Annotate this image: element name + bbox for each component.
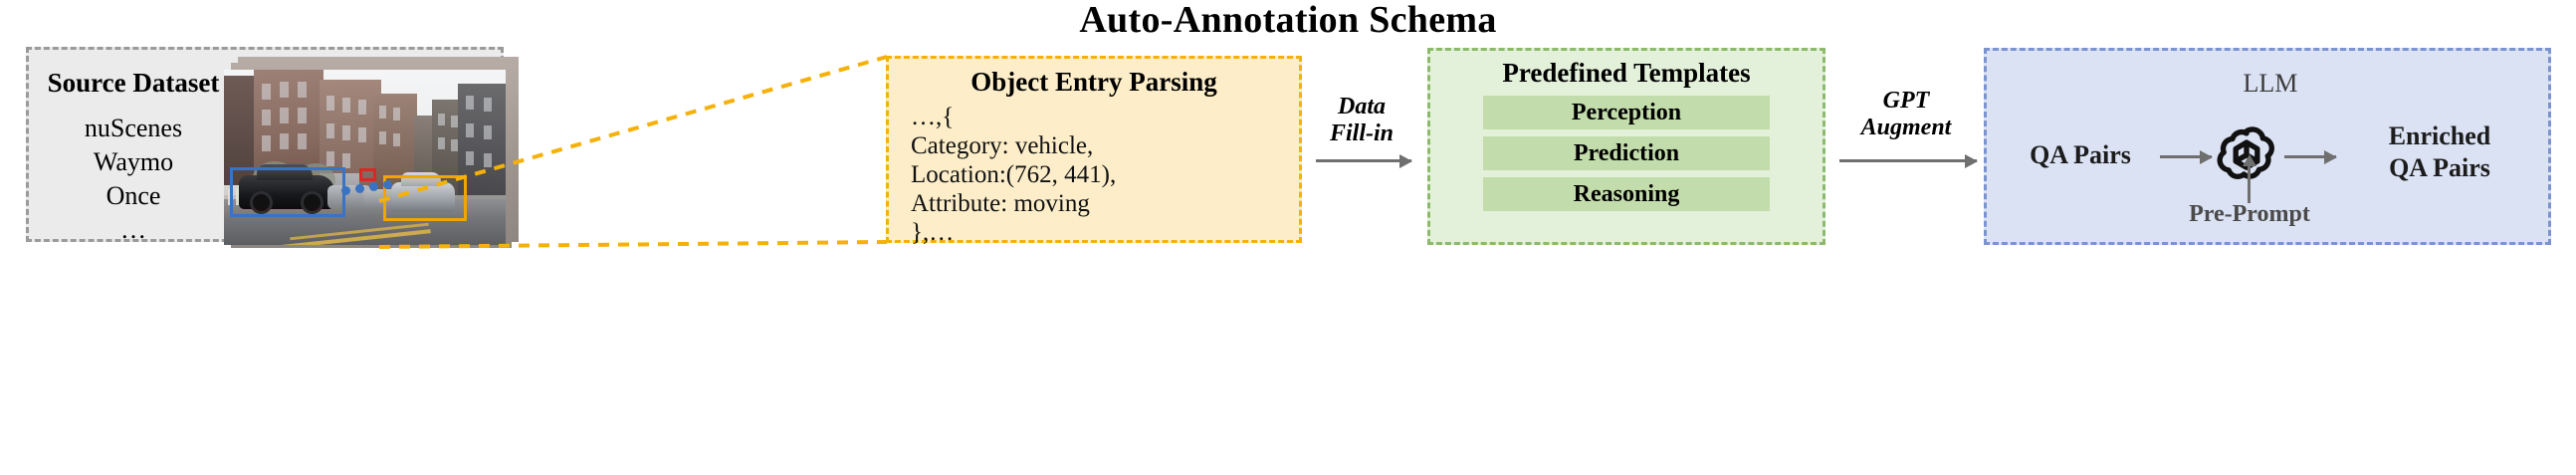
arrow-preprompt-to-model (2242, 154, 2256, 203)
arrow-model-to-enriched (2284, 149, 2337, 164)
data-fill-in-label-line2: Fill-in (1329, 120, 1395, 146)
bbox-anchor-dot (369, 182, 378, 191)
object-entry-parsing-body: …,{ Category: vehicle, Location:(762, 44… (911, 103, 1299, 247)
building-left-1 (224, 76, 258, 185)
qa-pairs-label: QA Pairs (2030, 140, 2131, 169)
parsing-line: },… (911, 219, 955, 246)
template-chip-reasoning[interactable]: Reasoning (1483, 177, 1770, 211)
predefined-templates-heading: Predefined Templates (1502, 58, 1751, 88)
red-bbox (359, 168, 376, 181)
object-entry-parsing-heading: Object Entry Parsing (970, 67, 1217, 97)
gpt-augment-label-line1: GPT (1882, 88, 1930, 114)
bbox-anchor-dot (355, 184, 364, 193)
template-chip-prediction[interactable]: Prediction (1483, 136, 1770, 170)
black-suv (239, 164, 334, 214)
bbox-anchor-dot (341, 186, 350, 195)
list-item: Once (106, 181, 161, 210)
data-fill-in-label-line1: Data (1338, 94, 1386, 119)
blue-bbox (230, 167, 345, 217)
parsing-line: Category: vehicle, (911, 132, 1094, 159)
page-title: Auto-Annotation Schema (1079, 0, 1497, 41)
data-fill-in-label: Data Fill-in (1306, 94, 1417, 147)
gpt-augment-label-line2: Augment (1860, 115, 1952, 140)
list-item: nuScenes (84, 114, 183, 142)
predefined-templates-panel: Predefined Templates Perception Predicti… (1427, 48, 1825, 245)
source-dataset-heading: Source Dataset (47, 68, 220, 98)
street-scene-photo (224, 70, 506, 245)
parsing-line: …,{ (911, 104, 955, 130)
llm-heading: LLM (2243, 69, 2298, 98)
template-chip-perception[interactable]: Perception (1483, 96, 1770, 129)
orange-bbox (383, 175, 467, 221)
street-scene-photo-stack (224, 51, 523, 250)
parsing-line: Attribute: moving (911, 190, 1090, 217)
gpt-augment-label: GPT Augment (1843, 88, 1969, 141)
enriched-qa-pairs-label: Enriched QA Pairs (2337, 120, 2542, 184)
pedestrian (236, 189, 241, 205)
object-entry-parsing-panel: Object Entry Parsing …,{ Category: vehic… (886, 56, 1302, 246)
enriched-qa-pairs-line2: QA Pairs (2389, 153, 2490, 182)
llm-panel: LLM QA Pairs Enriched QA Pairs (1984, 48, 2551, 245)
arrow-parsing-to-templates (1316, 153, 1412, 168)
source-dataset-panel: Source Dataset nuScenes Waymo Once … (26, 47, 519, 248)
list-item: … (120, 215, 146, 244)
enriched-qa-pairs-line1: Enriched (2388, 121, 2491, 150)
list-item: Waymo (93, 147, 174, 176)
source-dataset-list: nuScenes Waymo Once … (39, 112, 228, 247)
arrow-templates-to-llm (1839, 153, 1978, 168)
parsing-line: Location:(762, 441), (911, 161, 1117, 188)
bbox-anchor-dot (383, 180, 392, 189)
pre-prompt-label: Pre-Prompt (2189, 201, 2310, 227)
arrow-qa-to-model (2160, 149, 2213, 164)
